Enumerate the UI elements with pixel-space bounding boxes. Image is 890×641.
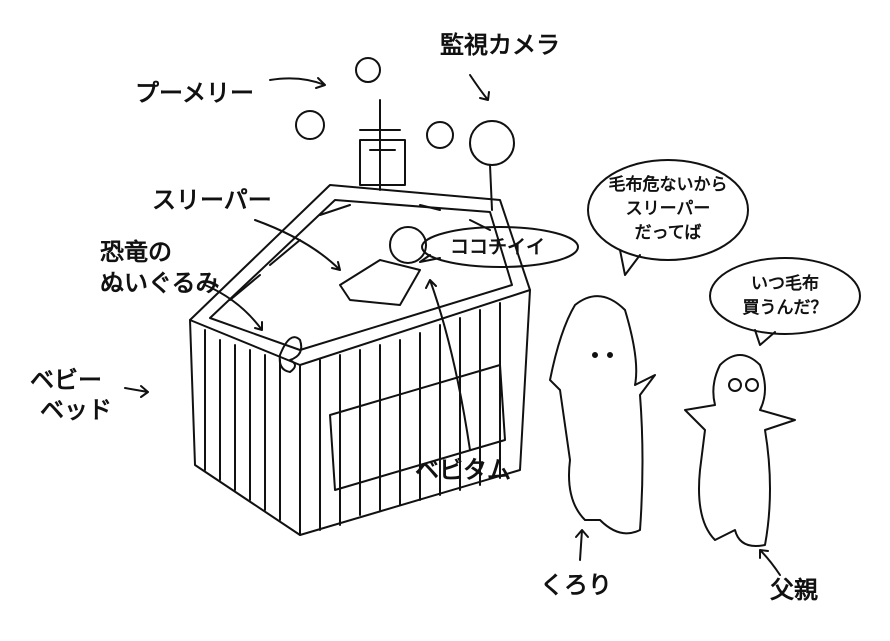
- kurori-figure: [549, 295, 656, 535]
- mobile-dog: [295, 110, 325, 140]
- arrow-bebitam: [425, 279, 471, 451]
- arrow-bed: [124, 385, 149, 398]
- bubble-father-shape: [709, 257, 861, 335]
- camera-head: [469, 120, 515, 166]
- crib-drawer: [329, 364, 506, 491]
- arrow-father: [759, 549, 781, 576]
- camera-pole: [489, 164, 493, 211]
- dino-plush: [278, 336, 303, 373]
- label-camera: 監視カメラ: [440, 31, 560, 59]
- crib-rim: [189, 184, 531, 366]
- label-dino-2: ぬいぐるみ: [100, 269, 220, 297]
- bubble-father-line-1: いつ毛布: [751, 274, 819, 294]
- label-bed-2: ベッド: [40, 396, 112, 424]
- baby-head: [389, 226, 427, 264]
- bubble-kurori: 毛布危ないから スリーパー だってば: [598, 173, 738, 245]
- mobile-mouse: [426, 121, 454, 149]
- bubble-kurori-line-3: だってば: [634, 223, 702, 243]
- bubble-kurori-line-1: 毛布危ないから: [608, 175, 728, 195]
- bubble-father-line-2: 買うんだ？: [742, 298, 828, 318]
- bubble-kurori-line-2: スリーパー: [625, 199, 711, 219]
- bubble-father: いつ毛布 買うんだ？: [725, 272, 845, 320]
- label-dino-1: 恐竜の: [100, 238, 172, 266]
- arrow-sleeper: [254, 219, 341, 271]
- label-kurori: くろり: [540, 571, 612, 599]
- arrow-mobile: [269, 77, 326, 89]
- crib-top-bars: [229, 204, 491, 301]
- mobile-box: [359, 139, 406, 186]
- label-father: 父親: [770, 576, 818, 604]
- mobile-pig: [355, 57, 381, 83]
- father-figure: [684, 354, 796, 547]
- label-sleeper: スリーパー: [152, 186, 272, 214]
- label-bed-1: ベビー: [30, 366, 102, 394]
- crib-bars-left: [204, 329, 281, 521]
- label-mobile: プーメリー: [135, 79, 255, 107]
- arrow-dino: [204, 284, 263, 331]
- bubble-kurori-shape: [587, 159, 749, 261]
- mobile-pole: [359, 99, 401, 191]
- bubble-baby-shape: [421, 226, 579, 268]
- bubble-baby: ココチイイ: [450, 236, 546, 258]
- crib-bars-front: [319, 302, 501, 531]
- arrow-kurori: [575, 529, 589, 561]
- arrow-camera: [469, 74, 490, 101]
- baby-body: [339, 259, 421, 306]
- label-bebitam: ベビタム: [415, 456, 511, 484]
